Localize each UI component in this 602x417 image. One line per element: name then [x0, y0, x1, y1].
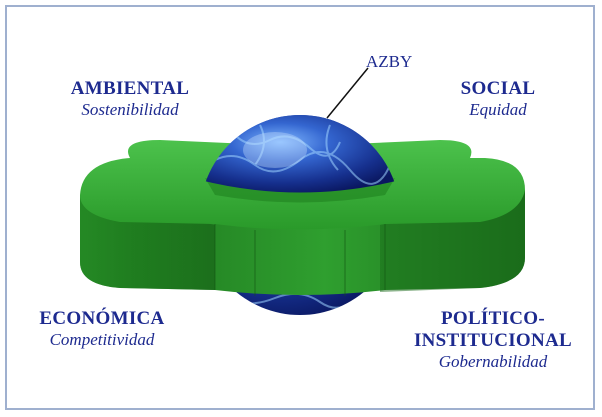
ambiental-subtitle: Sostenibilidad	[81, 99, 179, 119]
azby-pointer-line	[326, 67, 369, 119]
social-subtitle: Equidad	[469, 99, 527, 119]
label-social: SOCIAL Equidad	[418, 78, 578, 119]
center-label: AZBY	[366, 52, 413, 71]
social-title: SOCIAL	[460, 78, 536, 99]
economica-subtitle: Competitividad	[49, 329, 155, 349]
politico-title-line2: INSTITUCIONAL	[413, 329, 573, 351]
politico-subtitle: Gobernabilidad	[438, 351, 548, 371]
label-politico-institucional: POLÍTICO- INSTITUCIONAL Gobernabilidad	[388, 308, 598, 371]
label-economica: ECONÓMICA Competitividad	[12, 308, 192, 349]
green-band	[80, 140, 525, 296]
label-ambiental: AMBIENTAL Sostenibilidad	[50, 78, 210, 119]
politico-title-line1: POLÍTICO-	[440, 308, 546, 329]
ambiental-title: AMBIENTAL	[70, 78, 190, 99]
economica-title: ECONÓMICA	[39, 308, 165, 329]
